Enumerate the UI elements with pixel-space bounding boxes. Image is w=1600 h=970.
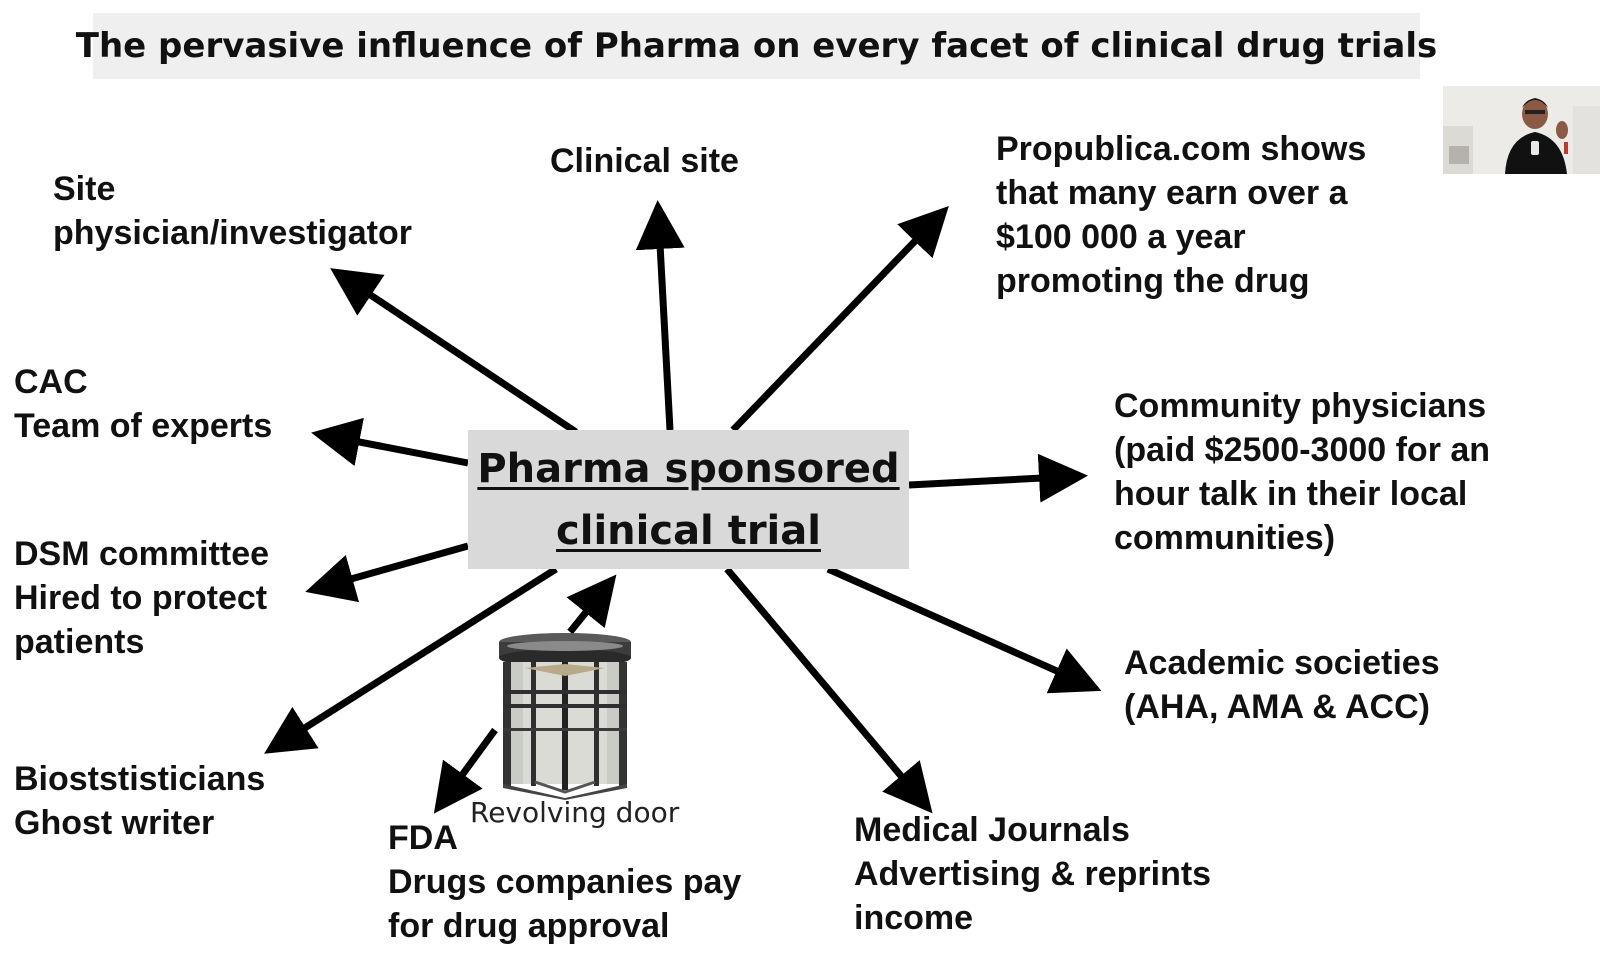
arrow-door-to-fda	[433, 727, 498, 814]
center-label: Pharma sponsored clinical trial	[477, 445, 900, 554]
revolving-door-icon	[499, 633, 631, 800]
label-fda: FDA Drugs companies pay for drug approva…	[388, 819, 742, 945]
arrow-to-biostatisticians	[264, 566, 558, 754]
arrow-door-to-center	[566, 574, 617, 635]
arrow-to-medical-journals	[724, 566, 933, 814]
webcam-thumbnail-icon	[1443, 86, 1600, 174]
title-bar: The pervasive influence of Pharma on eve…	[76, 13, 1437, 79]
label-dsm-committee: DSM committee Hired to protect patients	[14, 535, 270, 661]
arrow-to-cac	[311, 417, 469, 467]
arrow-to-dsm-committee	[305, 542, 469, 603]
label-clinical-site: Clinical site	[550, 142, 739, 180]
center-box: Pharma sponsored clinical trial	[468, 430, 909, 569]
label-cac: CAC Team of experts	[14, 363, 273, 445]
label-medical-journals: Medical Journals Advertising & reprints …	[854, 811, 1212, 937]
arrow-to-site-physician	[330, 268, 578, 435]
label-academic-societies: Academic societies (AHA, AMA & ACC)	[1124, 644, 1440, 726]
arrow-to-clinical-site	[635, 200, 685, 431]
slide-title: The pervasive influence of Pharma on eve…	[75, 26, 1438, 66]
arrow-to-community-physicians	[908, 453, 1088, 503]
arrow-to-propublica	[730, 205, 949, 433]
arrow-to-academic-societies	[826, 565, 1102, 694]
label-community-physicians: Community physicians (paid $2500-3000 fo…	[1114, 387, 1491, 557]
label-biostatisticians: Bioststisticians Ghost writer	[14, 760, 266, 842]
label-propublica: Propublica.com shows that many earn over…	[996, 130, 1367, 300]
label-site-physician: Site physician/investigator	[53, 170, 412, 252]
revolving-door-caption: Revolving door	[470, 796, 680, 829]
